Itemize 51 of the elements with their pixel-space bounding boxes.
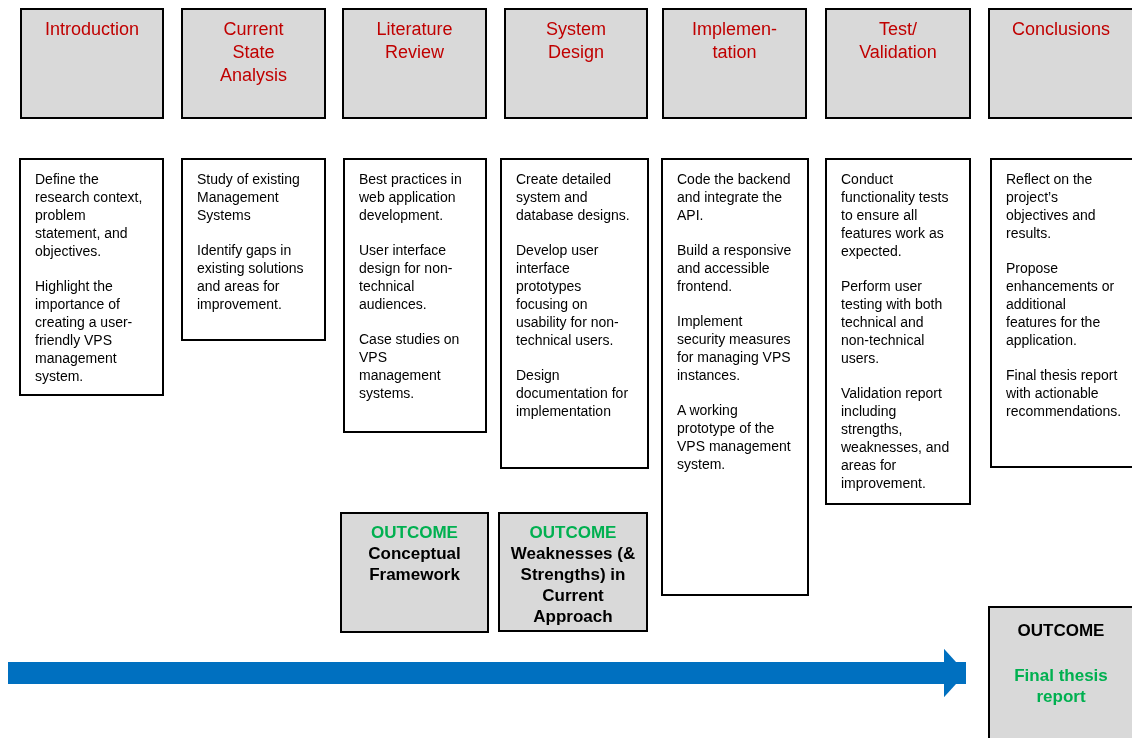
outcome-box bbox=[340, 512, 489, 633]
outcome-box bbox=[988, 606, 1132, 738]
description-text: Best practices in web application development. bbox=[359, 170, 463, 224]
description-text: Design documentation for implementation bbox=[516, 366, 630, 420]
phase-header-box bbox=[181, 8, 326, 119]
description-text: Identify gaps in existing solutions and areas for improvement. bbox=[197, 241, 305, 313]
description-text: Validation report including strengths, weaknesses, and areas for improvement. bbox=[841, 384, 951, 492]
phase-title: Implemen- tation bbox=[691, 18, 778, 64]
phase-header-box bbox=[662, 8, 807, 119]
timeline-arrow bbox=[8, 648, 966, 698]
description-text: Code the backend and integrate the API. bbox=[677, 170, 792, 224]
phase-header-box bbox=[504, 8, 648, 119]
description-text: User interface design for non-technical audiences. bbox=[359, 241, 454, 313]
description-text: Final thesis report with actionable recommendations. bbox=[1006, 366, 1120, 420]
phase-description-box bbox=[500, 158, 649, 469]
description-text: Implement security measures for managing VPS instances. bbox=[677, 312, 792, 384]
description-text: Study of existing Management Systems bbox=[197, 170, 301, 224]
phase-description-box bbox=[181, 158, 326, 341]
outcome-box bbox=[498, 512, 648, 632]
phase-header-box bbox=[342, 8, 487, 119]
phase-title: Conclusions bbox=[1012, 18, 1110, 41]
outcome-label: OUTCOME bbox=[528, 522, 618, 543]
description-text: A working prototype of the VPS management system. bbox=[677, 401, 792, 473]
phase-header-box bbox=[20, 8, 164, 119]
description-text: Propose enhancements or additional features for the application. bbox=[1006, 259, 1116, 349]
phase-description-box bbox=[661, 158, 809, 596]
outcome-text: Final thesis report bbox=[1013, 665, 1109, 707]
phase-description-box bbox=[19, 158, 164, 396]
outcome-label: OUTCOME bbox=[370, 522, 459, 543]
phase-header-box bbox=[988, 8, 1132, 119]
phase-description-box bbox=[825, 158, 971, 505]
description-text: Highlight the importance of creating a user-friendly VPS management system. bbox=[35, 277, 134, 385]
phase-title: Current State Analysis bbox=[219, 18, 288, 87]
phase-header-box bbox=[825, 8, 971, 119]
description-text: Build a responsive and accessible frontend. bbox=[677, 241, 793, 295]
description-text: Reflect on the project’s objectives and results. bbox=[1006, 170, 1097, 242]
outcome-label: OUTCOME bbox=[1016, 620, 1106, 641]
phase-title: Literature Review bbox=[375, 18, 454, 64]
outcome-text: Conceptual Framework bbox=[367, 543, 462, 585]
description-text: Case studies on VPS management systems. bbox=[359, 330, 461, 402]
phase-title: Test/ Validation bbox=[858, 18, 938, 64]
outcome-text: Weaknesses (& Strengths) in Current Approach bbox=[509, 543, 637, 627]
description-text: Conduct functionality tests to ensure all features work as expected. bbox=[841, 170, 950, 260]
description-text: Perform user testing with both technical and non-technical users. bbox=[841, 277, 944, 367]
description-text: Create detailed system and database designs. bbox=[516, 170, 631, 224]
phase-description-box bbox=[343, 158, 487, 433]
description-text: Develop user interface prototypes focusing on usability for non-technical users. bbox=[516, 241, 620, 349]
phase-title: Introduction bbox=[44, 18, 140, 41]
phase-title: System Design bbox=[545, 18, 607, 64]
description-text: Define the research context, problem statement, and objectives. bbox=[35, 170, 144, 260]
phase-description-box bbox=[990, 158, 1132, 468]
